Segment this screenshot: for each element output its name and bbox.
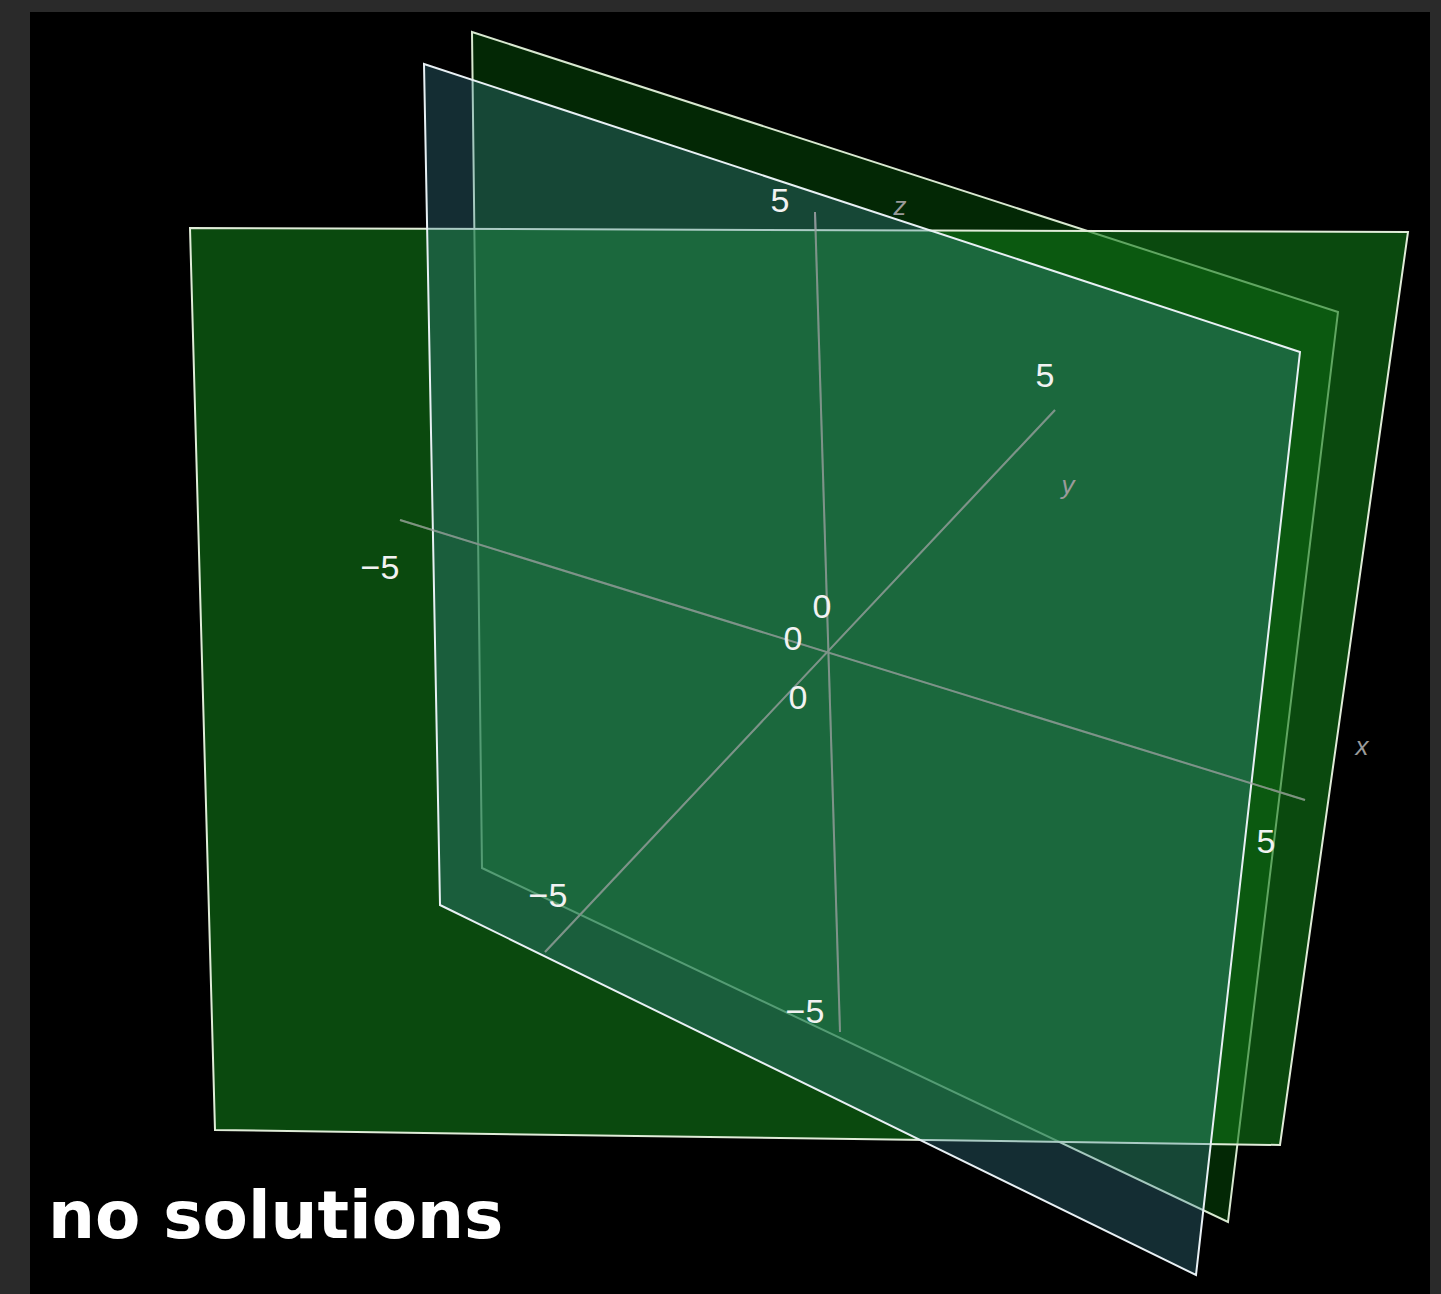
tick-label: 0: [784, 621, 803, 655]
axis-name: y: [1062, 472, 1075, 498]
tick-label: −5: [361, 550, 400, 584]
plane: [424, 64, 1300, 1275]
axis-name: x: [1356, 733, 1369, 759]
tick-label: 5: [771, 183, 790, 217]
tick-label: −5: [529, 878, 568, 912]
axis-name: z: [894, 193, 907, 219]
tick-label: 0: [789, 680, 808, 714]
tick-label: 5: [1257, 824, 1276, 858]
caption: no solutions: [48, 1180, 503, 1253]
plot-ground: [30, 12, 1430, 1294]
tick-label: 0: [813, 589, 832, 623]
tick-label: 5: [1036, 358, 1055, 392]
axes-front: [400, 212, 1305, 1032]
tick-label: −5: [786, 994, 825, 1028]
